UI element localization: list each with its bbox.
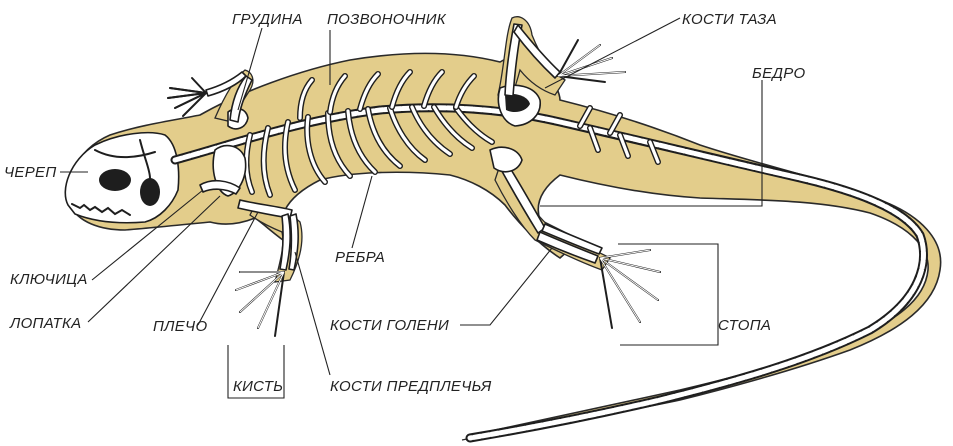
label-pelvis: КОСТИ ТАЗА	[682, 11, 777, 28]
eye-socket	[99, 169, 131, 191]
leader-forearm	[295, 252, 330, 375]
hind-foot	[600, 250, 660, 328]
label-spine: ПОЗВОНОЧНИК	[327, 11, 447, 28]
label-ribs: РЕБРА	[335, 249, 385, 266]
label-sternum: ГРУДИНА	[232, 11, 303, 28]
label-femur: БЕДРО	[752, 65, 806, 82]
leader-foot	[618, 244, 718, 345]
label-humerus: ПЛЕЧО	[153, 318, 207, 335]
skull	[65, 133, 178, 223]
leader-shin	[460, 248, 552, 325]
label-foot: СТОПА	[718, 317, 771, 334]
label-shin-bones: КОСТИ ГОЛЕНИ	[330, 317, 449, 334]
label-skull: ЧЕРЕП	[4, 164, 56, 181]
label-clavicle: КЛЮЧИЦА	[10, 271, 88, 288]
label-forearm-bones: КОСТИ ПРЕДПЛЕЧЬЯ	[330, 378, 492, 395]
label-scapula: ЛОПАТКА	[9, 315, 81, 332]
temporal-opening	[140, 178, 160, 206]
lizard-body-silhouette	[68, 17, 941, 440]
upper-hand	[168, 78, 206, 116]
leader-humerus	[198, 212, 258, 325]
leader-ribs	[352, 176, 372, 248]
leader-pelvis	[545, 18, 680, 88]
label-hand: КИСТЬ	[233, 378, 283, 395]
